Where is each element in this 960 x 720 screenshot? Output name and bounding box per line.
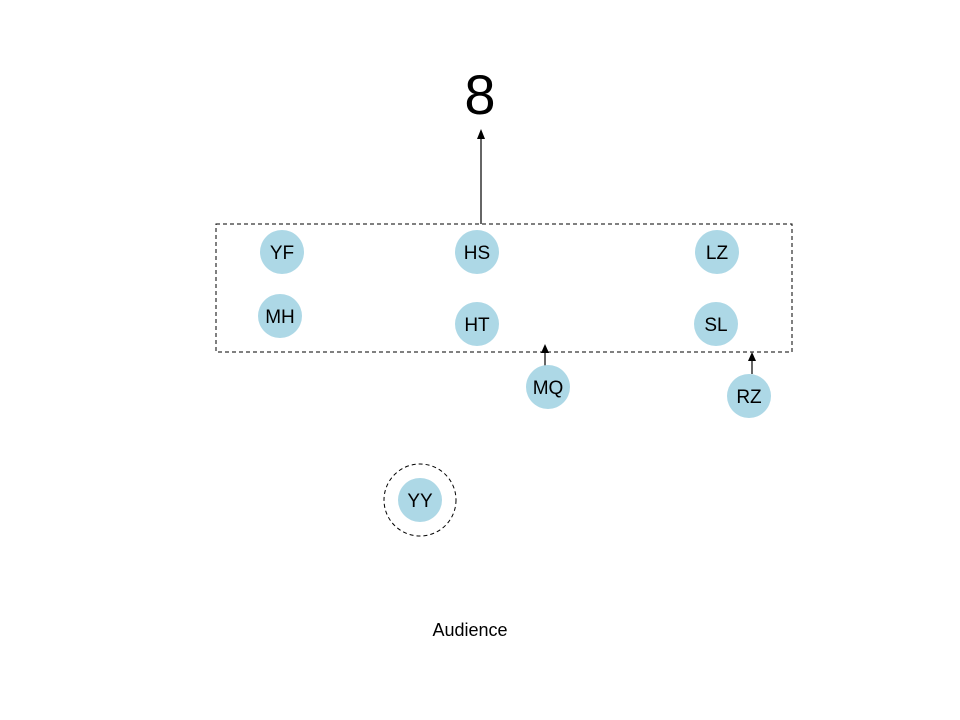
audience-caption: Audience [432,620,507,640]
arrow-mq-to-group [541,344,549,366]
node-yy: YY [383,463,457,537]
node-rz: RZ [727,374,771,418]
node-label-yy: YY [407,491,433,512]
node-hs: HS [455,230,499,274]
node-label-hs: HS [464,243,490,264]
group-outline [215,223,793,353]
slide-number: 8 [464,63,495,126]
node-mq: MQ [526,365,570,409]
node-sl: SL [694,302,738,346]
node-label-lz: LZ [706,243,729,264]
node-ht: HT [455,302,499,346]
node-label-mq: MQ [533,378,564,399]
arrow-rz-to-group [748,352,756,374]
node-label-sl: SL [704,315,727,336]
node-label-ht: HT [464,315,490,336]
arrow-to-title [477,129,485,224]
node-mh: MH [258,294,302,338]
node-label-rz: RZ [736,387,762,408]
node-lz: LZ [695,230,739,274]
node-yf: YF [260,230,304,274]
node-yy-dashed-ring [383,463,457,537]
node-label-yf: YF [270,243,294,264]
node-label-mh: MH [265,307,295,328]
